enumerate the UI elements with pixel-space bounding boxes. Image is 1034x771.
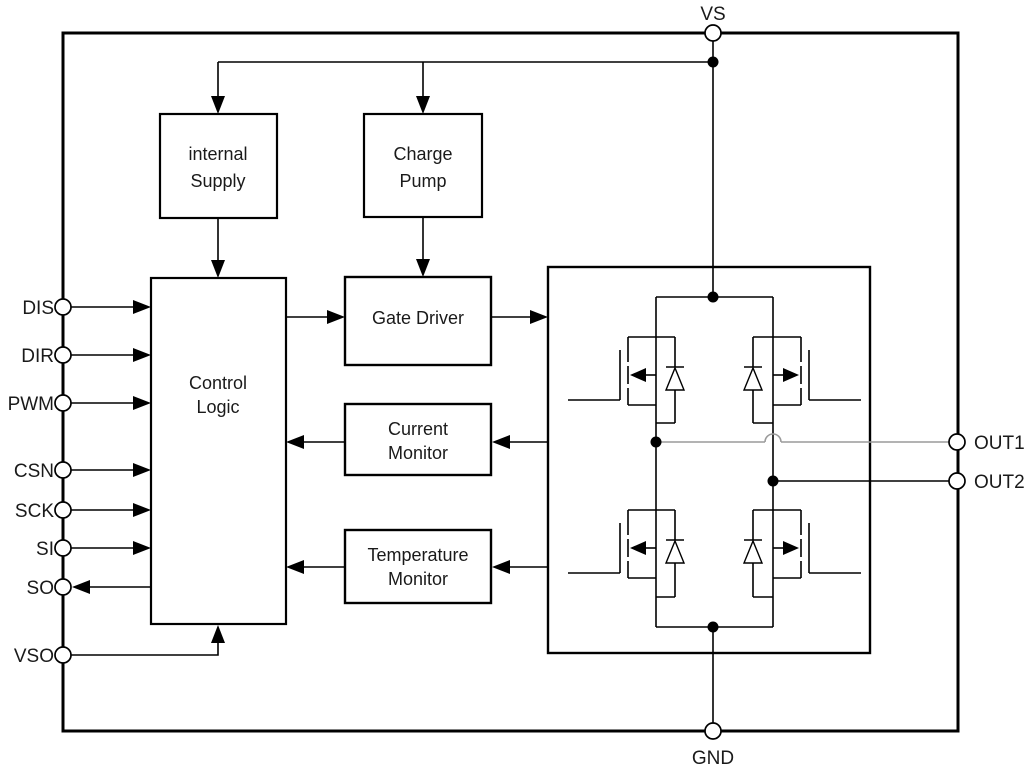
mosfet-bulk-arrow-icon [630, 368, 646, 382]
arrowhead-right-icon [133, 300, 151, 314]
chip-outline [61, 31, 960, 733]
gate-driver-box [343, 275, 493, 367]
diode-triangle-icon [664, 539, 686, 564]
mosfet-bulk-arrow-icon [783, 368, 799, 382]
temperature-monitor-label-line1: Temperature [367, 545, 468, 565]
arrowhead-left-icon [72, 580, 90, 594]
so-label: SO [27, 578, 54, 599]
diode-triangle-icon [742, 366, 764, 391]
arrowhead-down-icon [211, 260, 225, 278]
pin-so [54, 578, 72, 596]
temperature-monitor-box [343, 528, 493, 605]
out2-label: OUT2 [974, 472, 1025, 493]
diode-triangle-icon [664, 366, 686, 391]
arrowhead-right-icon [327, 310, 345, 324]
vs-label: VS [700, 4, 725, 25]
pin-dir [54, 346, 72, 364]
csn-label: CSN [14, 461, 54, 482]
pin-sck [54, 501, 72, 519]
wire-out1 [656, 433, 949, 443]
pin-vso [54, 646, 72, 664]
si-label: SI [36, 539, 54, 560]
pin-vs [704, 24, 722, 42]
arrowhead-down-icon [211, 96, 225, 114]
vso-label: VSO [14, 646, 54, 667]
arrowhead-right-icon [133, 348, 151, 362]
junction-dot [707, 291, 719, 303]
pin-out2 [948, 472, 966, 490]
hbridge-output-stage [546, 265, 872, 723]
arrowhead-right-icon [133, 396, 151, 410]
arrowhead-left-icon [492, 560, 510, 574]
block-internal-supply: internal Supply [158, 112, 279, 220]
pin-pwm [54, 394, 72, 412]
junction-dot [767, 475, 779, 487]
charge-pump-label-line1: Charge [393, 144, 452, 164]
arrowhead-down-icon [416, 96, 430, 114]
pin-out1 [948, 433, 966, 451]
arrowhead-left-icon [286, 560, 304, 574]
wire-vso [71, 643, 219, 656]
junction-dot [650, 436, 662, 448]
dir-label: DIR [21, 346, 54, 367]
junction-dot [707, 56, 719, 68]
arrowhead-up-icon [211, 625, 225, 643]
diode-triangle-icon [742, 539, 764, 564]
arrowhead-right-icon [133, 503, 151, 517]
body-diode-upper-left [656, 337, 686, 424]
pin-gnd [704, 722, 722, 740]
gnd-label: GND [692, 748, 734, 769]
block-gate-driver: Gate Driver [343, 275, 493, 367]
mosfet-bulk-arrow-icon [783, 541, 799, 555]
gate-driver-label: Gate Driver [372, 308, 464, 328]
mosfet-lower-right [742, 509, 861, 598]
internal-supply-label-line2: Supply [190, 171, 245, 191]
arrowhead-right-icon [530, 310, 548, 324]
mosfet-bulk-arrow-icon [630, 541, 646, 555]
arrowhead-down-icon [416, 259, 430, 277]
junction-dot [707, 621, 719, 633]
current-monitor-label-line2: Monitor [388, 443, 448, 463]
internal-supply-box [158, 112, 279, 220]
control-logic-label-line1: Control [189, 373, 247, 393]
sck-label: SCK [15, 501, 54, 522]
body-diode-lower-left [656, 510, 686, 598]
arrowhead-left-icon [492, 435, 510, 449]
block-interconnect-wires [286, 310, 548, 574]
vs-supply-wires [211, 41, 714, 297]
block-charge-pump: Charge Pump [362, 112, 484, 219]
arrowhead-right-icon [133, 541, 151, 555]
current-monitor-label-line1: Current [388, 419, 448, 439]
left-pin-wires [71, 300, 225, 656]
hbridge-box [546, 265, 872, 655]
dis-label: DIS [22, 298, 54, 319]
current-monitor-box [343, 402, 493, 477]
control-logic-label-line2: Logic [196, 397, 239, 417]
mosfet-lower-left [568, 509, 686, 598]
block-control-logic: Control Logic [149, 276, 288, 626]
block-temperature-monitor: Temperature Monitor [343, 528, 493, 605]
charge-pump-label-line2: Pump [399, 171, 446, 191]
arrowhead-left-icon [286, 435, 304, 449]
out1-label: OUT1 [974, 433, 1025, 454]
arrowhead-right-icon [133, 463, 151, 477]
mosfet-upper-left [568, 336, 686, 424]
pin-dis [54, 298, 72, 316]
block-current-monitor: Current Monitor [343, 402, 493, 477]
mosfet-upper-right [742, 336, 861, 424]
control-logic-box [149, 276, 288, 626]
pin-csn [54, 461, 72, 479]
charge-pump-box [362, 112, 484, 219]
temperature-monitor-label-line2: Monitor [388, 569, 448, 589]
body-diode-lower-right [742, 510, 773, 598]
pin-si [54, 539, 72, 557]
pwm-label: PWM [8, 394, 54, 415]
internal-supply-label-line1: internal [188, 144, 247, 164]
body-diode-upper-right [742, 337, 773, 424]
